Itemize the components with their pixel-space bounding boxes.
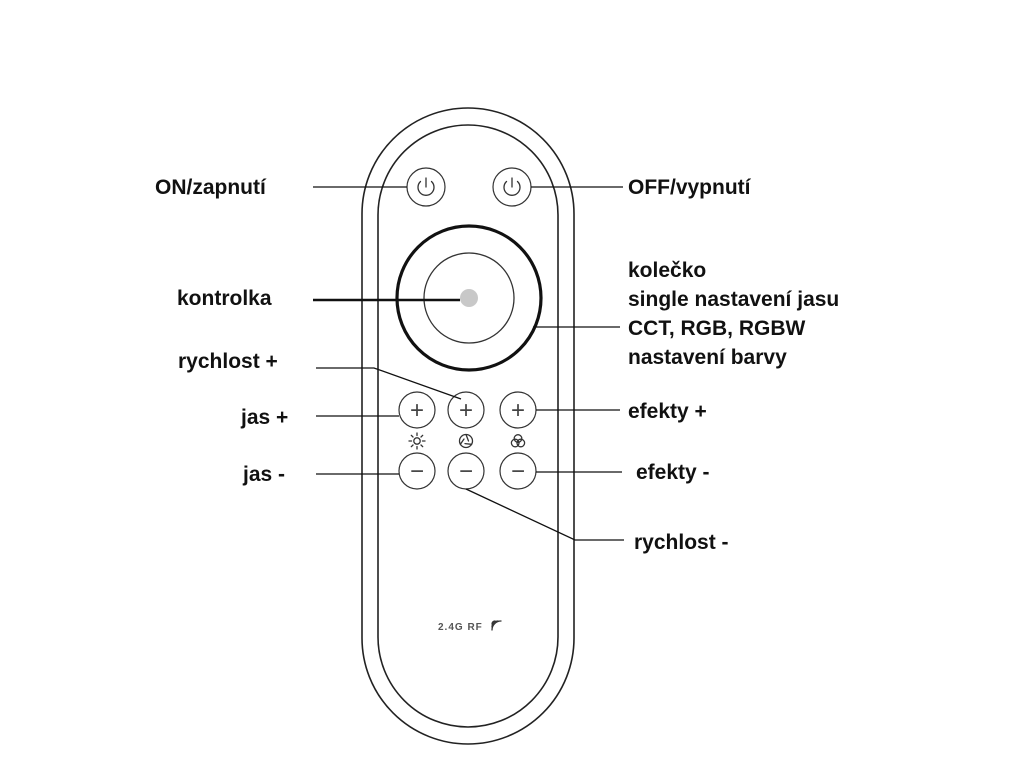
wireless-signal-icon — [491, 620, 502, 631]
touch-wheel[interactable] — [395, 224, 543, 372]
brightness-plus-button[interactable]: + — [398, 391, 436, 429]
indicator-led — [460, 289, 478, 307]
speed-plus-leader-line — [316, 367, 462, 400]
speed-minus-leader-line — [465, 488, 624, 541]
effects-plus-symbol: + — [511, 397, 525, 424]
brightness-minus-symbol: − — [410, 458, 424, 485]
speed-plus-symbol: + — [459, 397, 473, 424]
off-power-icon — [503, 177, 521, 196]
on-label: ON/zapnutí — [155, 176, 267, 199]
on-power-icon — [417, 177, 435, 196]
brightness-minus-button[interactable]: − — [398, 452, 436, 490]
off-label: OFF/vypnutí — [628, 176, 752, 199]
effects-minus-button[interactable]: − — [499, 452, 537, 490]
indicator-label: kontrolka — [177, 287, 272, 310]
on-button[interactable] — [406, 167, 446, 207]
wheel-outer-ring — [395, 224, 543, 372]
sun-icon — [408, 432, 426, 450]
speed-minus-symbol: − — [459, 458, 473, 485]
speed-minus-button[interactable]: − — [447, 452, 485, 490]
remote-inner-outline — [377, 124, 559, 728]
off-button[interactable] — [492, 167, 532, 207]
rf-label: 2.4G RF — [438, 622, 483, 633]
wheel-label-line-3: CCT, RGB, RGBW — [628, 317, 806, 340]
wheel-label-line-1: kolečko — [628, 259, 706, 282]
wheel-label-line-2: single nastavení jasu — [628, 288, 839, 311]
wheel-inner-ring — [423, 252, 515, 344]
speed-plus-label: rychlost + — [178, 350, 278, 373]
color-circles-icon — [510, 434, 526, 448]
aperture-icon — [458, 433, 474, 449]
brightness-minus-label: jas - — [242, 463, 285, 486]
effects-plus-button[interactable]: + — [499, 391, 537, 429]
remote-outer-outline — [361, 107, 575, 745]
effects-minus-symbol: − — [511, 458, 525, 485]
brightness-plus-label: jas + — [240, 406, 288, 429]
effects-plus-label: efekty + — [628, 400, 707, 423]
brightness-plus-symbol: + — [410, 397, 424, 424]
speed-minus-label: rychlost - — [634, 531, 729, 554]
effects-minus-label: efekty - — [636, 461, 710, 484]
speed-plus-button[interactable]: + — [447, 391, 485, 429]
wheel-label-line-4: nastavení barvy — [628, 346, 787, 369]
